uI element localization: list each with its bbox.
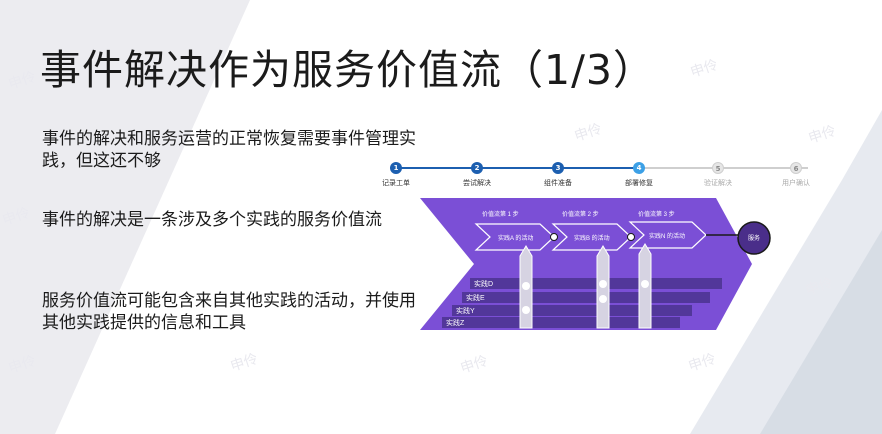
practice-band (462, 292, 710, 303)
step-5: 5 验证解决 (688, 162, 748, 188)
practice-connector (638, 243, 652, 329)
step-number: 4 (633, 162, 645, 174)
stage-label: 价值流第 3 步 (638, 210, 675, 218)
step-2: 2 尝试解决 (447, 162, 507, 188)
activity-label: 实践B 的活动 (574, 234, 610, 242)
activity-box (474, 223, 555, 251)
practice-band (470, 278, 722, 289)
practice-label: 实践E (466, 293, 485, 302)
practice-connector (596, 245, 610, 329)
practice-label: 实践D (474, 279, 493, 288)
practice-connector (519, 245, 533, 329)
stage-label: 价值流第 1 步 (482, 210, 519, 218)
activity-label: 实践A 的活动 (498, 234, 533, 242)
progress-stepper: 1 记录工单 2 尝试解决 3 组件准备 4 部署修复 5 验证解决 6 用户确… (374, 162, 834, 196)
step-label: 部署修复 (625, 179, 653, 187)
practice-band (442, 317, 680, 328)
step-6: 6 用户确认 (766, 162, 826, 188)
activity-label: 实践N 的活动 (649, 232, 685, 240)
activity-box (628, 221, 707, 249)
step-label: 尝试解决 (463, 179, 491, 187)
step-1: 1 记录工单 (366, 162, 426, 188)
service-end-node (737, 221, 771, 255)
practice-band (452, 305, 692, 316)
practice-label: 实践Y (456, 306, 475, 315)
stage-label: 价值流第 2 步 (562, 210, 599, 218)
step-number: 3 (552, 162, 564, 174)
bullet-text: 事件的解决和服务运营的正常恢复需要事件管理实践，但这还不够 (42, 129, 416, 171)
activity-box (551, 223, 632, 251)
step-number: 2 (471, 162, 483, 174)
practice-label: 实践Z (446, 318, 465, 327)
step-label: 验证解决 (704, 179, 732, 187)
step-label: 记录工单 (382, 179, 410, 187)
step-3: 3 组件准备 (528, 162, 588, 188)
step-label: 用户确认 (782, 179, 810, 187)
page-title: 事件解决作为服务价值流（1/3） (40, 46, 655, 94)
bullet-text: 事件的解决是一条涉及多个实践的服务价值流 (42, 210, 382, 230)
bullet-text: 服务价值流可能包含来自其他实践的活动，并使用其他实践提供的信息和工具 (42, 291, 416, 333)
step-number: 6 (790, 162, 802, 174)
value-stream-diagram: 实践D 实践E 实践Y 实践Z 价值流第 1 步 价值流第 2 步 价值流第 3… (420, 198, 771, 330)
service-end-label: 服务 (748, 234, 760, 242)
step-number: 5 (712, 162, 724, 174)
step-number: 1 (390, 162, 402, 174)
step-label: 组件准备 (544, 179, 572, 187)
flow-node (550, 233, 558, 241)
flow-node (627, 233, 635, 241)
step-4: 4 部署修复 (609, 162, 669, 188)
stepper-line (396, 167, 639, 169)
